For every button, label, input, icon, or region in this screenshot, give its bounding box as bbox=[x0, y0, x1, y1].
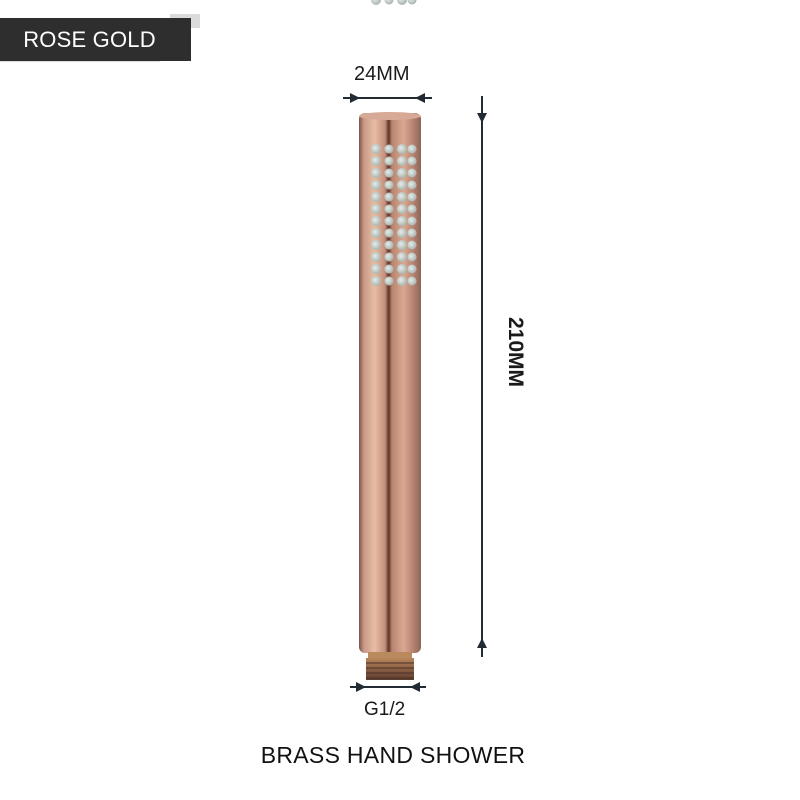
length-label: 210MM bbox=[504, 316, 527, 388]
thread-dimension-line bbox=[350, 682, 426, 692]
spray-nozzles bbox=[371, 0, 417, 286]
width-label: 24MM bbox=[354, 63, 410, 85]
product-title: BRASS HAND SHOWER bbox=[260, 742, 526, 768]
width-dimension-line bbox=[343, 93, 432, 103]
thread-label: G1/2 bbox=[364, 699, 406, 720]
color-variant-badge: ROSE GOLD bbox=[0, 18, 191, 61]
length-dimension-line bbox=[477, 96, 487, 657]
